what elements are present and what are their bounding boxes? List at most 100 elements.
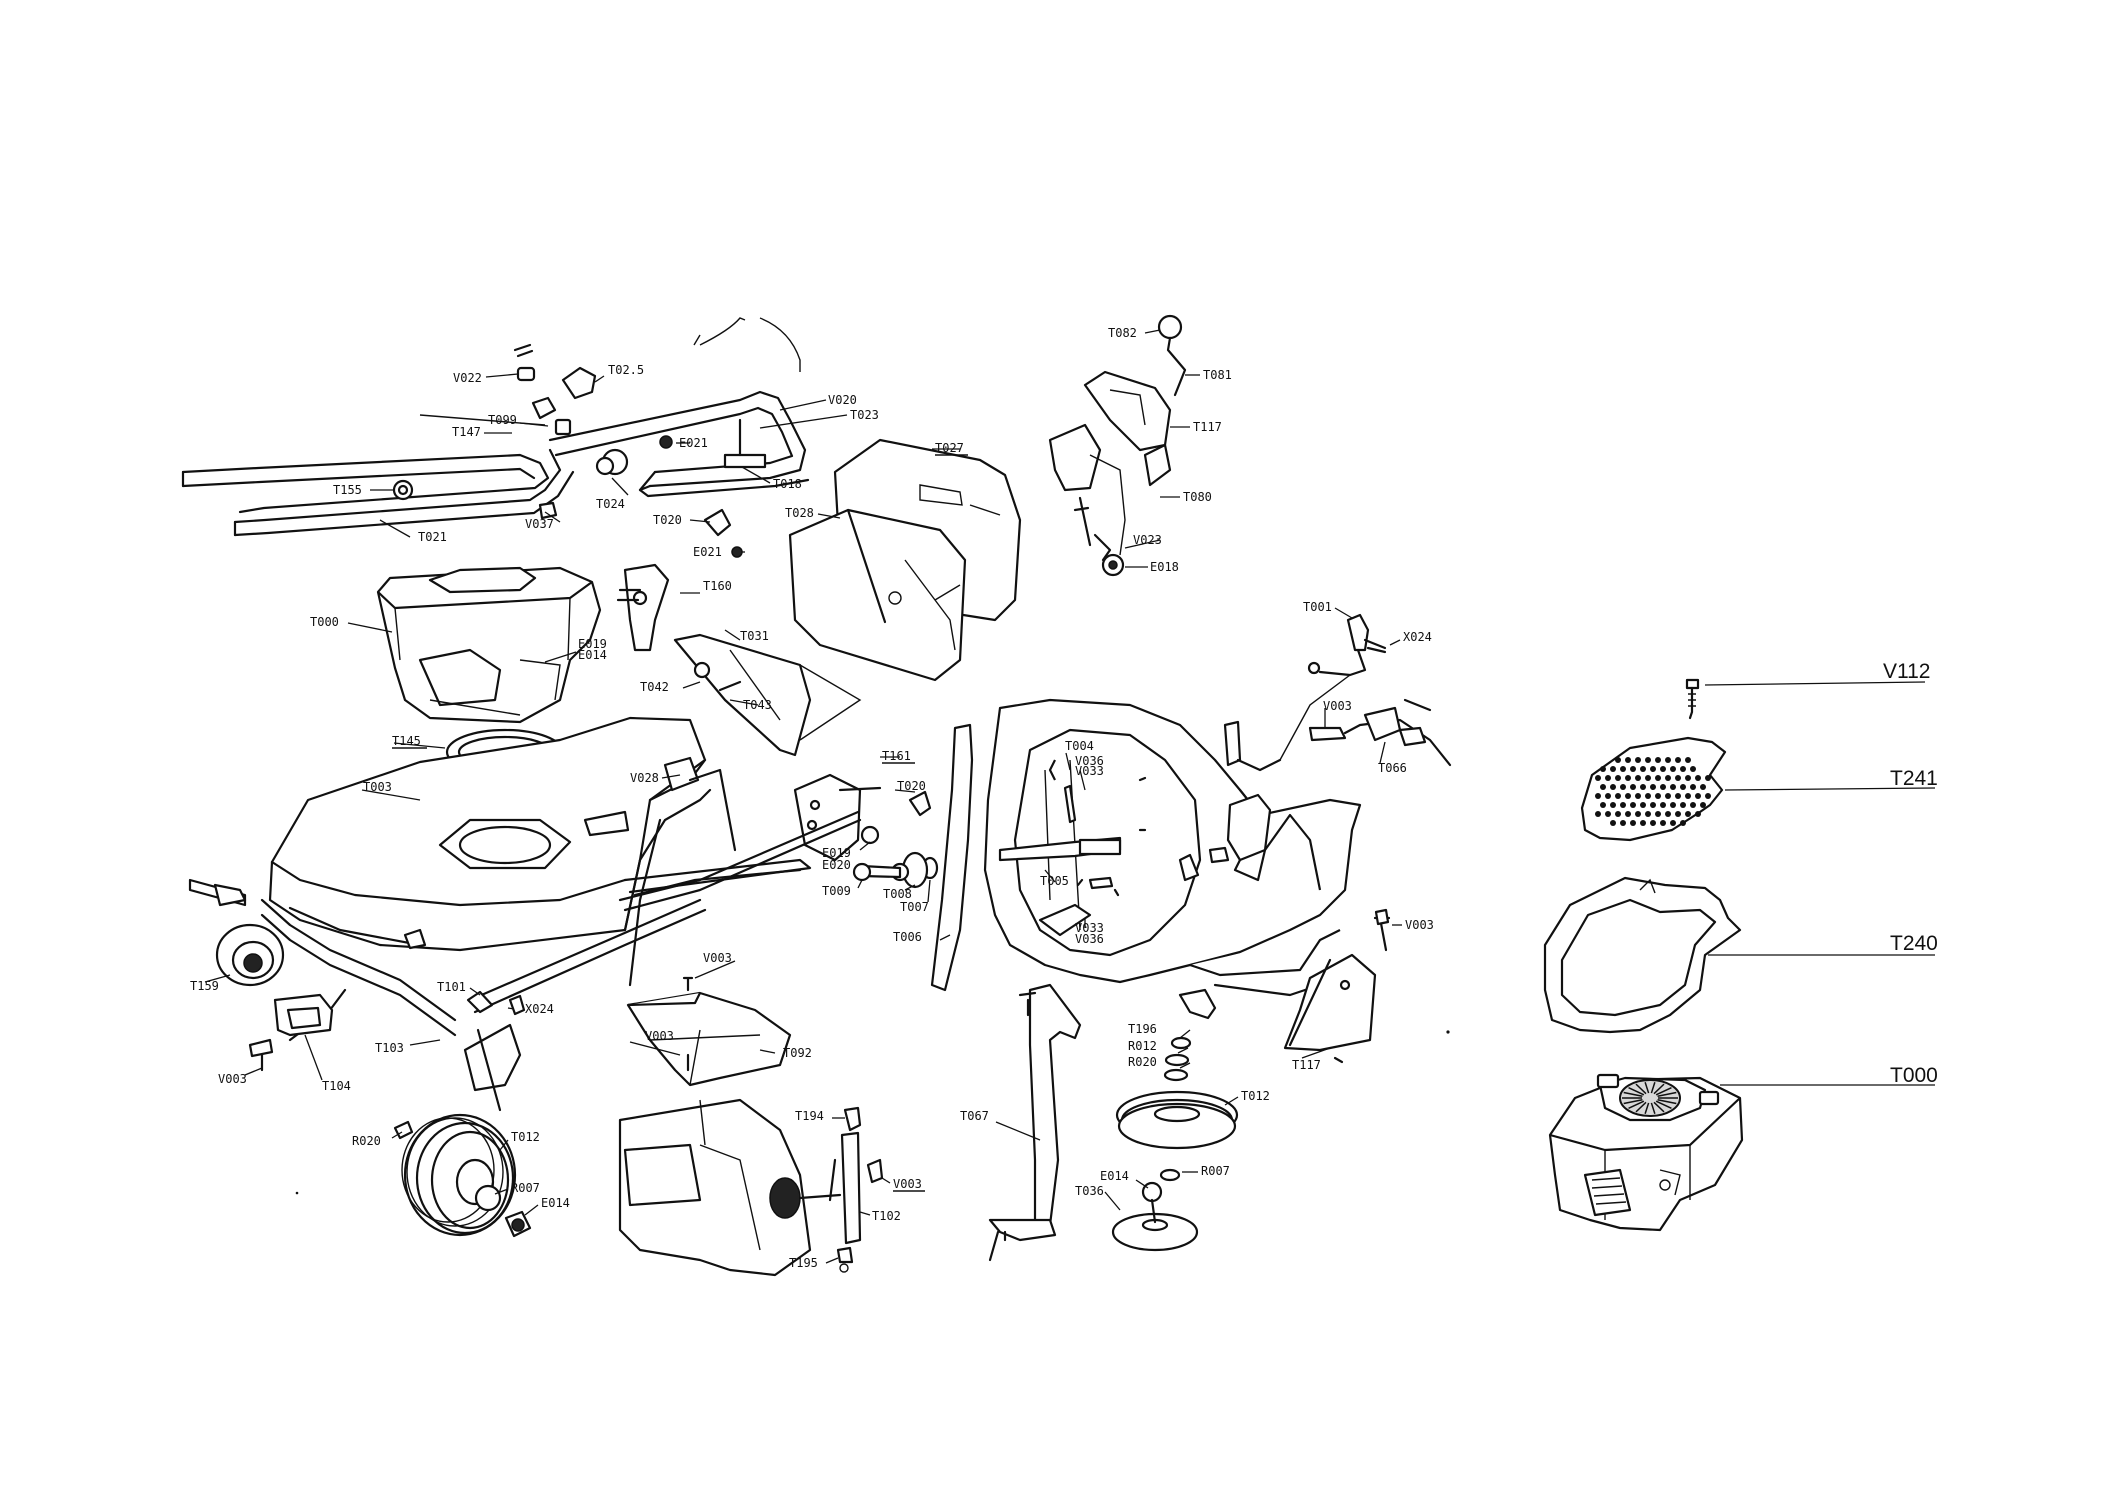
label-t066: T066 (1378, 761, 1407, 775)
label-x024a: X024 (1403, 630, 1432, 644)
label-t160: T160 (703, 579, 732, 593)
label-v003f: V003 (893, 1177, 922, 1191)
grill-hole (1635, 793, 1641, 799)
label-t005: T005 (1040, 874, 1069, 888)
label-t103: T103 (375, 1041, 404, 1055)
label-t195: T195 (789, 1256, 818, 1270)
engine-left (347, 566, 602, 724)
grill-hole (1625, 811, 1631, 817)
fan-fin (1644, 1102, 1650, 1114)
grill-hole (1700, 802, 1706, 808)
grill-hole (1665, 811, 1671, 817)
grill-hole (1680, 766, 1686, 772)
label-e021a: E021 (679, 436, 708, 450)
discharge-bracket (618, 756, 932, 912)
grill-hole (1670, 802, 1676, 808)
label-v003d: V003 (703, 951, 732, 965)
grill-hole (1625, 757, 1631, 763)
label-e019b: E019 (822, 846, 851, 860)
grill-hole (1680, 820, 1686, 826)
label-t092: T092 (783, 1046, 812, 1060)
grill-hole (1630, 820, 1636, 826)
grill-hole (1650, 766, 1656, 772)
label-v020: V020 (828, 393, 857, 407)
grill-hole (1615, 811, 1621, 817)
grill-hole (1605, 775, 1611, 781)
label-v036b: V036 (1075, 932, 1104, 946)
label-e020a: E020 (822, 858, 851, 872)
label-r007a: R007 (511, 1181, 540, 1195)
grill-hole (1600, 784, 1606, 790)
fan-fin (1655, 1100, 1672, 1109)
grill-hole (1625, 775, 1631, 781)
grill-hole (1600, 802, 1606, 808)
t241-grill-cover (1580, 736, 1936, 842)
grill-hole (1640, 784, 1646, 790)
grill-hole (1620, 802, 1626, 808)
t000-engine (1548, 1073, 1935, 1232)
fan-fin (1650, 1082, 1656, 1094)
label-t241: T241 (1890, 767, 1938, 790)
label-t027: T027 (935, 441, 964, 455)
grill-hole (1620, 784, 1626, 790)
grill-hole (1670, 784, 1676, 790)
grill-hole (1640, 802, 1646, 808)
label-t024: T024 (596, 497, 625, 511)
label-t028: T028 (785, 506, 814, 520)
grill-hole (1645, 757, 1651, 763)
label-v033a: V033 (1075, 764, 1104, 778)
grill-hole (1670, 820, 1676, 826)
fan-fin (1657, 1098, 1677, 1105)
label-t101: T101 (437, 980, 466, 994)
label-t042: T042 (640, 680, 669, 694)
grill-hole (1685, 775, 1691, 781)
label-t003: T003 (363, 780, 392, 794)
label-t012a: T012 (1241, 1089, 1270, 1103)
label-t147a: T147 (452, 425, 481, 439)
fan-fin (1635, 1083, 1647, 1095)
label-t004: T004 (1065, 739, 1094, 753)
fan-fin (1653, 1101, 1665, 1113)
label-t007: T007 (900, 900, 929, 914)
rear-flap (616, 563, 862, 757)
label-t117a: T117 (1193, 420, 1222, 434)
label-t036: T036 (1075, 1184, 1104, 1198)
label-t082: T082 (1108, 326, 1137, 340)
grill-hole (1660, 802, 1666, 808)
label-v003a: V003 (1323, 699, 1352, 713)
fan-fin (1623, 1091, 1643, 1098)
label-t155: T155 (333, 483, 362, 497)
grill-hole (1595, 793, 1601, 799)
main-housing (983, 607, 1452, 1252)
label-t067: T067 (960, 1109, 989, 1123)
grill-hole (1640, 820, 1646, 826)
speck (1446, 1030, 1450, 1034)
rear-lever (825, 1106, 891, 1273)
grill-hole (1680, 784, 1686, 790)
label-t000a: T000 (310, 615, 339, 629)
grill-hole (1645, 793, 1651, 799)
grill-hole (1700, 784, 1706, 790)
grill-hole (1675, 793, 1681, 799)
grill-hole (1600, 766, 1606, 772)
label-t102: T102 (872, 1209, 901, 1223)
label-t018: T018 (773, 477, 802, 491)
grill-hole (1650, 820, 1656, 826)
grill-hole (1690, 766, 1696, 772)
grill-hole (1665, 775, 1671, 781)
label-t020a: T020 (653, 513, 682, 527)
label-e014b: E014 (541, 1196, 570, 1210)
fan-fin (1650, 1102, 1656, 1114)
axle-shaft (988, 983, 1082, 1262)
mower-deck (268, 716, 812, 987)
grill-hole (1610, 820, 1616, 826)
label-t006: T006 (893, 930, 922, 944)
label-e021b: E021 (693, 545, 722, 559)
label-v037: V037 (525, 517, 554, 531)
label-t025: T02.5 (608, 363, 644, 377)
t240-shroud (1543, 876, 1935, 1034)
grill-hole (1665, 793, 1671, 799)
grill-hole (1660, 766, 1666, 772)
grill-hole (1625, 793, 1631, 799)
label-t145: T145 (392, 734, 421, 748)
